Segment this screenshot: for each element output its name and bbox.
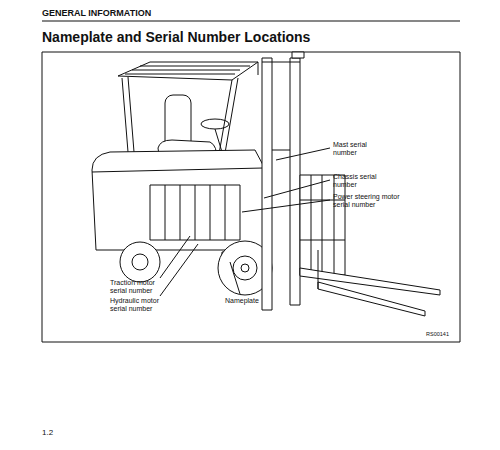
battery <box>150 185 240 240</box>
wheels <box>120 241 272 295</box>
forks <box>300 250 440 316</box>
header-rule <box>42 20 460 21</box>
page-title: Nameplate and Serial Number Locations <box>42 29 310 45</box>
mast <box>262 52 304 310</box>
section-header: GENERAL INFORMATION <box>42 8 151 18</box>
part-label: Traction motor serial number <box>110 279 165 295</box>
part-label: Hydraulic motor serial number <box>110 297 165 313</box>
part-label: Chassis serial number <box>333 173 388 189</box>
part-label: Power steering motor serial number <box>333 193 405 209</box>
part-label: Mast serial number <box>333 141 388 157</box>
part-label: Nameplate <box>225 297 259 305</box>
carriage <box>300 175 345 275</box>
page-number: 1.2 <box>42 428 53 437</box>
figure-number: RS00141 <box>426 331 449 337</box>
figure-frame <box>42 52 460 342</box>
leader-lines <box>160 148 330 296</box>
